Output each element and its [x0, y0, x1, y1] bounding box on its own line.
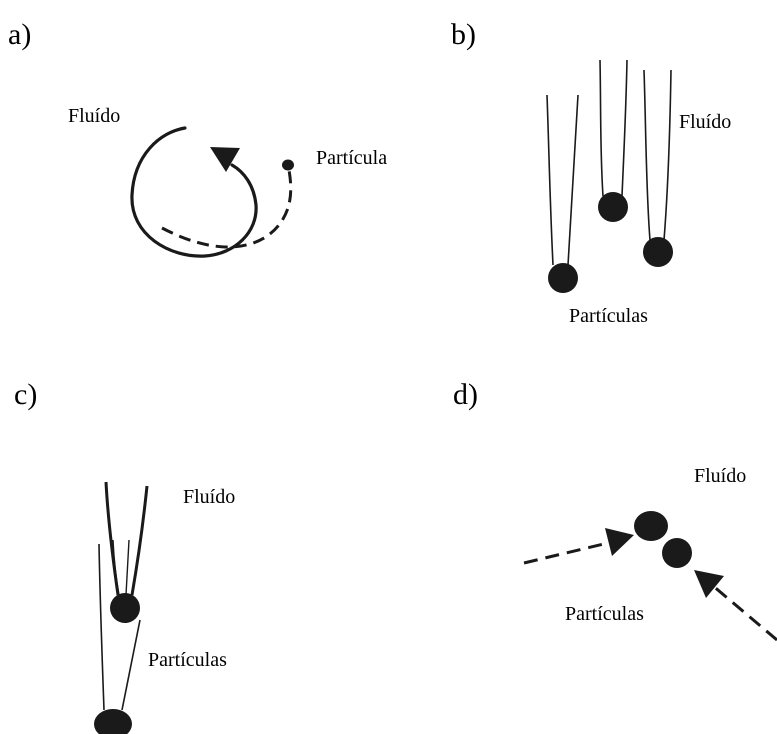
panel-d-trajectory-left: [524, 542, 612, 563]
panel-a-particle: [282, 160, 294, 171]
panel-d-particle-label: Partículas: [565, 603, 644, 625]
panel-c-upper-wake-right: [132, 486, 147, 595]
panel-b-particle-middle: [598, 192, 628, 222]
panel-d-arrowhead-right: [694, 570, 724, 598]
panel-d-particle-upper: [634, 511, 668, 541]
panel-d-arrowhead-left: [605, 528, 634, 556]
panel-c-fluid-label: Fluído: [183, 486, 235, 508]
panel-b-wake-middle-outer: [600, 60, 603, 196]
panel-b-wake-right-outer: [644, 70, 650, 240]
panel-b-fluid-label: Fluído: [679, 111, 731, 133]
panel-c-lower-wake-right: [122, 620, 140, 710]
panel-d: d) Fluído Partículas: [453, 378, 777, 640]
panel-d-particle-lower: [662, 538, 692, 568]
panel-b-wake-left-outer: [547, 95, 553, 265]
panel-a-fluid-eddy: [132, 128, 256, 256]
panel-c-inner-streamline-right: [126, 540, 129, 595]
panel-c-particle-top: [110, 593, 140, 623]
panel-b-particle-left: [548, 263, 578, 293]
panel-b-wake-middle-inner: [622, 60, 627, 196]
panel-c-lower-wake-left: [99, 544, 104, 710]
panel-a-fluid-label: Fluído: [68, 105, 120, 127]
panel-c-particle-label: Partículas: [148, 649, 227, 671]
panel-b-particle-label: Partículas: [569, 305, 648, 327]
panel-c-label: c): [14, 378, 37, 411]
panel-c: c) Fluído Partículas: [14, 378, 235, 734]
panel-a: a) Fluído Partícula: [8, 18, 387, 256]
panel-b-label: b): [451, 18, 476, 51]
panel-a-label: a): [8, 18, 31, 51]
panel-d-trajectory-right: [712, 585, 777, 640]
panel-b-wake-left-inner: [568, 95, 578, 265]
panel-c-particle-bottom: [94, 709, 132, 734]
panel-b: b) Fluído Partículas: [451, 18, 731, 327]
panel-d-fluid-label: Fluído: [694, 465, 746, 487]
panel-b-particle-right: [643, 237, 673, 267]
panel-a-particle-trajectory: [162, 170, 291, 247]
panel-a-particle-label: Partícula: [316, 147, 387, 169]
panel-b-wake-right-inner: [664, 70, 671, 240]
panel-d-label: d): [453, 378, 478, 411]
